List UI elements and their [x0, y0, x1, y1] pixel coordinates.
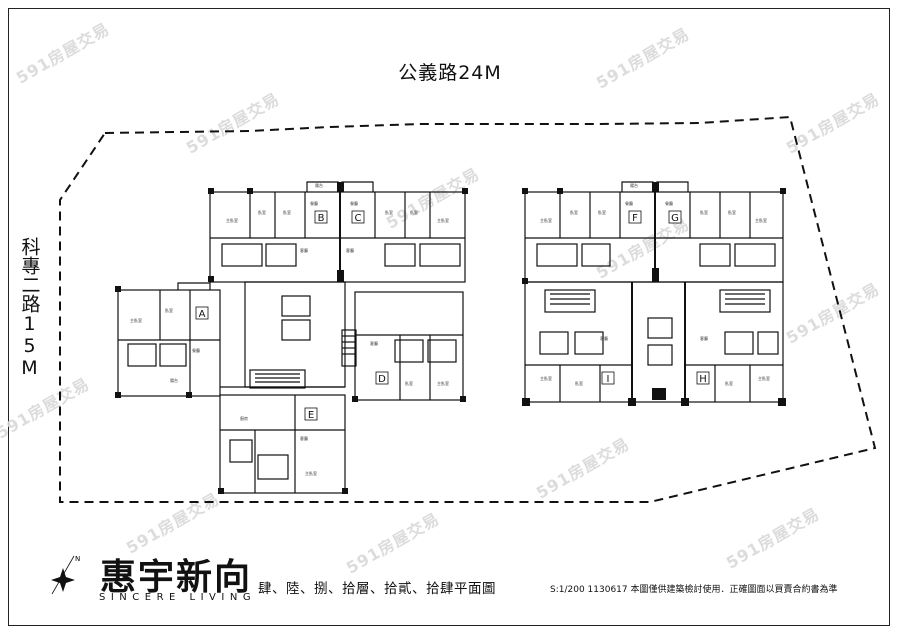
room-label: 主臥室 — [540, 217, 552, 223]
room-label: 臥室 — [283, 209, 291, 215]
left-building — [117, 181, 466, 494]
room-label: 客廳 — [300, 435, 308, 441]
room-label: 餐廳 — [350, 200, 358, 206]
right-building — [524, 181, 784, 403]
room-label: 主臥室 — [437, 380, 449, 386]
right-columns — [522, 182, 786, 406]
brand-name: 惠宇新向 — [100, 556, 253, 598]
room-label: 客廳 — [346, 247, 354, 253]
unit-labels: B C A D E F G H I — [195, 210, 710, 421]
room-label: 客廳 — [300, 247, 308, 253]
room-label: 臥室 — [258, 209, 266, 215]
room-label: 臥室 — [575, 380, 583, 386]
room-label: 廚房 — [240, 415, 248, 421]
room-label: 餐廳 — [310, 200, 318, 206]
unit-label-H: H — [699, 374, 707, 385]
unit-label-G: G — [671, 213, 679, 224]
room-label: 主臥室 — [226, 217, 238, 223]
road-name-left: 科專二路15M — [18, 237, 41, 379]
room-label: 臥室 — [570, 209, 578, 215]
room-label: 臥室 — [700, 209, 708, 215]
room-label: 臥室 — [165, 307, 173, 313]
room-label: 主臥室 — [437, 217, 449, 223]
room-label: 臥室 — [385, 209, 393, 215]
unit-label-B: B — [318, 213, 325, 224]
site-boundary — [59, 115, 877, 503]
brand-english: SINCERE LIVING — [99, 592, 257, 603]
left-columns — [115, 182, 468, 494]
room-label: 主臥室 — [755, 217, 767, 223]
room-label: 陽台 — [630, 182, 638, 188]
room-label: 客廳 — [370, 340, 378, 346]
unit-label-F: F — [632, 213, 638, 224]
room-label: 餐廳 — [625, 200, 633, 206]
room-label: 陽台 — [170, 377, 178, 383]
room-label: 主臥室 — [130, 317, 142, 323]
unit-label-C: C — [355, 213, 362, 224]
floor-list: 肆、陸、捌、拾層、拾貳、拾肆平面圖 — [258, 581, 496, 597]
compass-icon: N — [51, 555, 80, 595]
drawing-frame — [8, 8, 890, 626]
unit-label-I: I — [607, 374, 610, 385]
unit-label-D: D — [378, 374, 386, 385]
room-label: 主臥室 — [758, 375, 770, 381]
room-label: 陽台 — [315, 182, 323, 188]
room-label: 客廳 — [600, 335, 608, 341]
room-label: 主臥室 — [305, 470, 317, 476]
room-label: 主臥室 — [540, 375, 552, 381]
room-labels: 主臥室 臥室 臥室 餐廳 陽台 餐廳 臥室 臥室 主臥室 客廳 客廳 主臥室 臥… — [130, 182, 770, 476]
room-label: 臥室 — [410, 209, 418, 215]
room-label: 臥室 — [728, 209, 736, 215]
room-label: 餐廳 — [192, 347, 200, 353]
room-label: 臥室 — [598, 209, 606, 215]
road-name-top: 公義路24M — [398, 62, 502, 84]
room-label: 客廳 — [700, 335, 708, 341]
room-label: 臥室 — [725, 380, 733, 386]
compass-north-label: N — [75, 555, 80, 563]
room-label: 臥室 — [405, 380, 413, 386]
room-label: 餐廳 — [665, 200, 673, 206]
unit-label-E: E — [308, 410, 314, 421]
scale-note: S:1/200 1130617 本圖僅供建築檢討使用．正確圖面以買賣合約書為準 — [550, 585, 838, 595]
unit-label-A: A — [199, 309, 206, 320]
